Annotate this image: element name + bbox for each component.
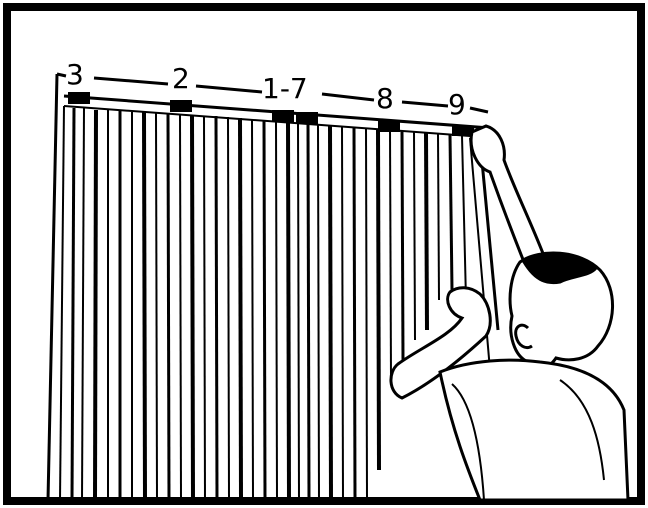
label-position-1-7: 1-7 [262,72,308,105]
clip-block [452,126,474,136]
label-position-2: 2 [172,62,190,95]
left-curtain-panel [59,105,291,501]
clip-block [170,100,192,112]
torso [438,358,630,502]
clip-block [68,92,90,104]
label-position-9: 9 [448,88,466,121]
ear [514,323,533,350]
person-figure [389,124,630,502]
hair [521,253,599,285]
curtain-header-rail [63,92,491,137]
track-guide-line [46,72,489,501]
clip-block [272,110,294,122]
clip-block [378,120,400,132]
label-position-3: 3 [66,58,84,91]
clip-block [296,112,318,124]
label-position-8: 8 [376,82,394,115]
right-curtain-panel [297,121,500,501]
head [508,251,614,370]
lower-arm [389,286,492,400]
